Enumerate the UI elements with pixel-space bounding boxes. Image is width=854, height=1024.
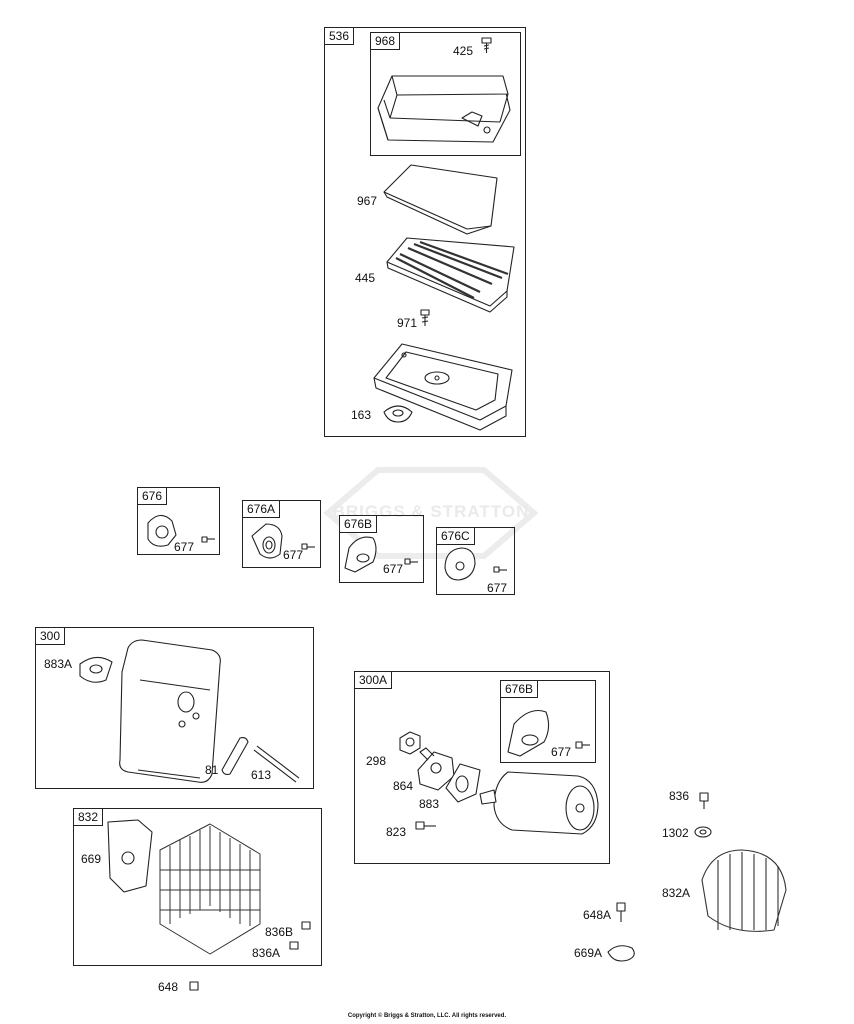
callout-1302: 1302 [662, 826, 689, 840]
callout-971: 971 [397, 316, 418, 330]
frame-968: 968 [370, 32, 521, 156]
screw-425 [481, 37, 492, 53]
frame-label-300: 300 [36, 628, 66, 645]
callout-677-d: 677 [487, 581, 508, 595]
frame-676a: 676A [242, 500, 321, 568]
copyright-notice: Copyright © Briggs & Stratton, LLC. All … [347, 1013, 507, 1019]
frame-label-832: 832 [74, 809, 104, 826]
callout-445: 445 [355, 271, 376, 285]
frame-300a: 300A [354, 671, 610, 864]
frame-676: 676 [137, 487, 220, 555]
callout-677-a: 677 [174, 540, 195, 554]
frame-536: 536 [324, 27, 526, 437]
frame-label-968: 968 [371, 33, 401, 50]
watermark-text: BRIGGS & STRATTON [332, 502, 530, 521]
callout-836a: 836A [252, 946, 281, 960]
screw-971 [420, 309, 430, 326]
frame-676c: 676C [436, 527, 515, 595]
frame-832: 832 [73, 808, 322, 966]
frame-label-300a: 300A [355, 672, 393, 689]
muffler-guard-676c [444, 547, 507, 581]
frame-676b-inset: 676B [500, 680, 596, 763]
callout-832a: 832A [662, 886, 691, 900]
muffler-guard-676 [147, 514, 215, 547]
callout-298: 298 [366, 754, 387, 768]
callout-967: 967 [357, 194, 378, 208]
frame-676b: 676B [339, 515, 424, 583]
spark-arrestor-guard [107, 819, 311, 955]
muffler-guard-676b [344, 536, 418, 573]
air-filter [386, 237, 515, 313]
gasket-163 [383, 405, 413, 423]
frame-label-676c: 676C [437, 528, 475, 545]
callout-81: 81 [205, 763, 219, 777]
callout-425: 425 [453, 44, 474, 58]
callout-677-e: 677 [551, 745, 572, 759]
right-parts [607, 792, 787, 962]
muffler-300 [79, 639, 300, 783]
pre-cleaner [383, 164, 498, 235]
callout-836: 836 [669, 789, 690, 803]
callout-677-c: 677 [383, 562, 404, 576]
callout-669: 669 [81, 852, 102, 866]
muffler-300a [399, 731, 599, 835]
muffler-guard-676b-inset [507, 709, 590, 757]
frame-label-676: 676 [138, 488, 168, 505]
callout-669a: 669A [574, 946, 603, 960]
callout-648a: 648A [583, 908, 612, 922]
callout-823: 823 [386, 825, 407, 839]
frame-300: 300 [35, 627, 314, 789]
callout-613: 613 [251, 768, 272, 782]
air-cleaner-cover [377, 75, 511, 143]
callout-864: 864 [393, 779, 414, 793]
frame-label-676b-inset: 676B [501, 681, 539, 698]
callout-836b: 836B [265, 925, 294, 939]
frame-label-676a: 676A [243, 501, 281, 518]
callout-648: 648 [158, 980, 179, 994]
frame-label-676b: 676B [340, 516, 378, 533]
screw-648 [189, 981, 199, 991]
watermark-logo [323, 467, 539, 559]
frame-label-536: 536 [325, 28, 355, 45]
callout-883a: 883A [44, 657, 73, 671]
muffler-guard-676a [251, 523, 315, 559]
callout-163: 163 [351, 408, 372, 422]
callout-883: 883 [419, 797, 440, 811]
air-cleaner-base [373, 343, 513, 431]
callout-677-b: 677 [283, 548, 304, 562]
